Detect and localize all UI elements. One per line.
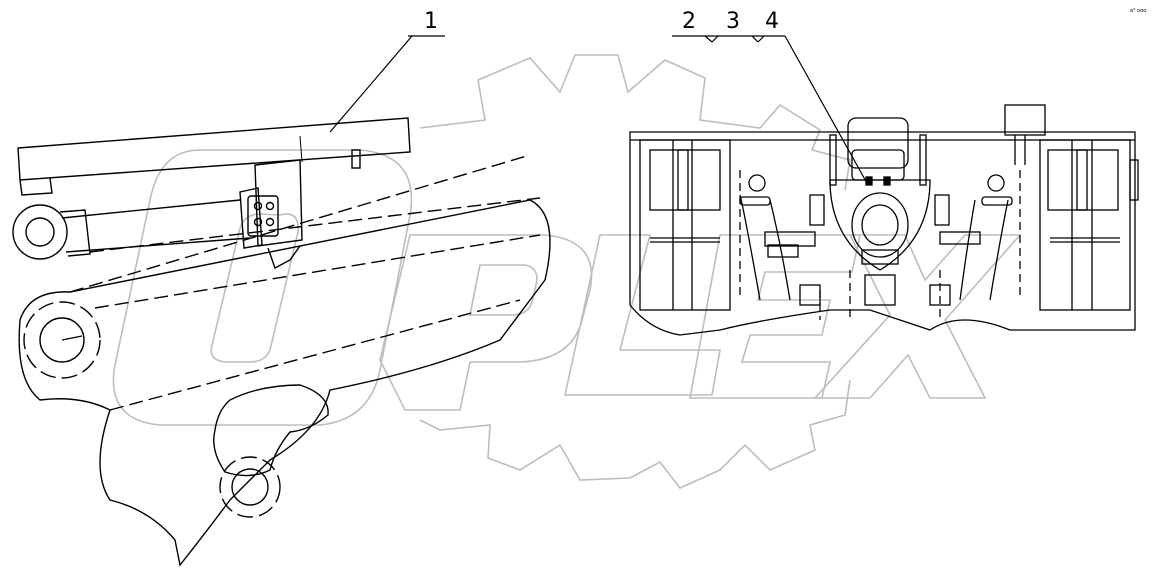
corner-text: a° ooo xyxy=(1130,8,1146,14)
watermark xyxy=(112,54,1022,489)
callout-4: 4 xyxy=(765,9,779,34)
callout-2: 2 xyxy=(682,9,696,34)
callout-3: 3 xyxy=(726,9,740,34)
callout-1: 1 xyxy=(424,9,438,34)
hook-pin xyxy=(219,456,281,518)
arm-tube xyxy=(61,199,251,253)
right-column xyxy=(1039,139,1131,311)
left-column xyxy=(639,139,731,311)
watermark-letter-p xyxy=(379,234,593,411)
callout-leaders xyxy=(329,35,869,186)
right-lever xyxy=(939,174,1013,301)
watermark-gear-icon xyxy=(419,54,851,489)
hook xyxy=(213,384,329,477)
frame-outline xyxy=(629,131,1136,336)
bolt-bracket xyxy=(239,159,303,270)
watermark-letter-l xyxy=(564,234,721,396)
boom-arm-assembly xyxy=(12,117,551,567)
left-pivot-eye xyxy=(12,204,68,260)
center-housing xyxy=(809,117,950,271)
hidden-line xyxy=(69,154,541,411)
watermark-letter-o xyxy=(112,149,413,426)
arm-body xyxy=(18,199,551,567)
watermark-letter-x xyxy=(813,234,1022,399)
left-lever xyxy=(739,174,816,301)
bar-bracket xyxy=(351,149,361,169)
lower-left-pin xyxy=(23,301,101,379)
electrical-box xyxy=(1004,104,1046,136)
top-bar xyxy=(17,117,411,181)
frame-assembly xyxy=(629,104,1139,336)
